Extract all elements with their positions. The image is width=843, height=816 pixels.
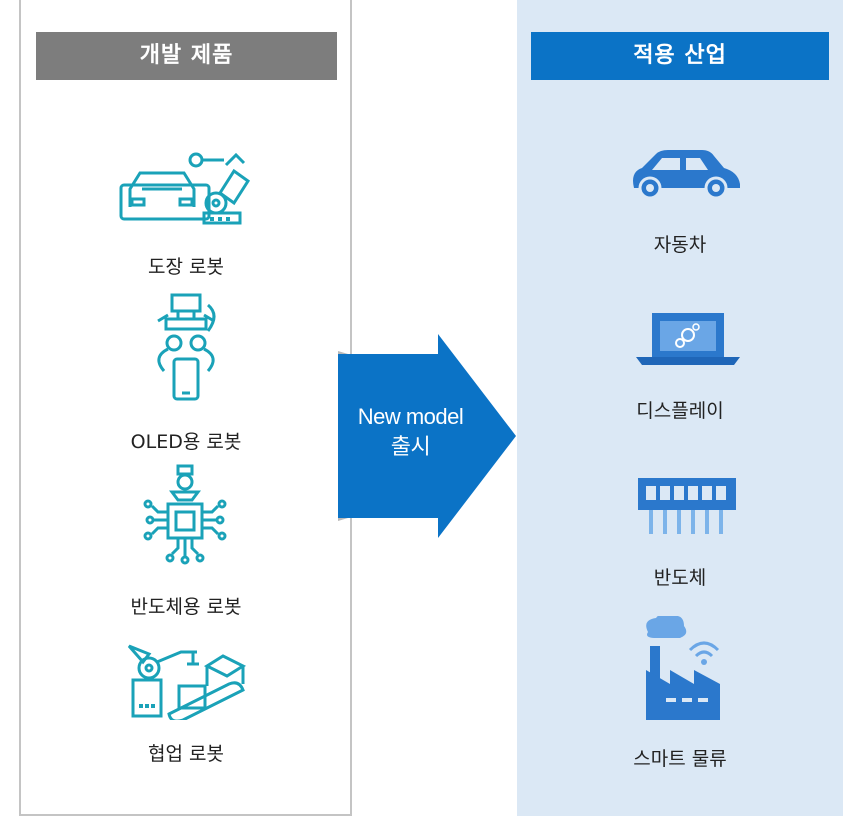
display-label: 디스플레이 bbox=[636, 400, 724, 422]
development-products-header: 개발 제품 bbox=[36, 32, 337, 80]
application-industries-header: 적용 산업 bbox=[531, 32, 829, 80]
smart-factory-icon bbox=[646, 616, 720, 720]
semiconductor-robot-label: 반도체용 로봇 bbox=[130, 596, 242, 618]
painting-robot-label: 도장 로봇 bbox=[148, 256, 224, 278]
development-products-panel bbox=[19, 0, 352, 816]
car-icon bbox=[633, 150, 740, 200]
oled-robot-label: OLED용 로봇 bbox=[130, 431, 242, 453]
smart-logistics-label: 스마트 물류 bbox=[633, 748, 727, 770]
semiconductor-label: 반도체 bbox=[653, 567, 707, 589]
arrow-label: New model 출시 bbox=[338, 402, 483, 462]
arrow-label-line2: 출시 bbox=[390, 434, 431, 459]
semiconductor-robot-icon bbox=[143, 464, 227, 565]
display-laptop-icon bbox=[636, 313, 740, 365]
chip-icon bbox=[638, 478, 736, 534]
arrow-right-icon bbox=[338, 334, 516, 538]
collaborative-robot-label: 협업 로봇 bbox=[148, 743, 224, 765]
arrow-label-line1: New model bbox=[357, 404, 464, 429]
collaborative-robot-icon bbox=[127, 644, 247, 720]
oled-robot-icon bbox=[157, 293, 216, 401]
automotive-label: 자동차 bbox=[653, 234, 707, 256]
painting-robot-icon bbox=[119, 152, 251, 225]
